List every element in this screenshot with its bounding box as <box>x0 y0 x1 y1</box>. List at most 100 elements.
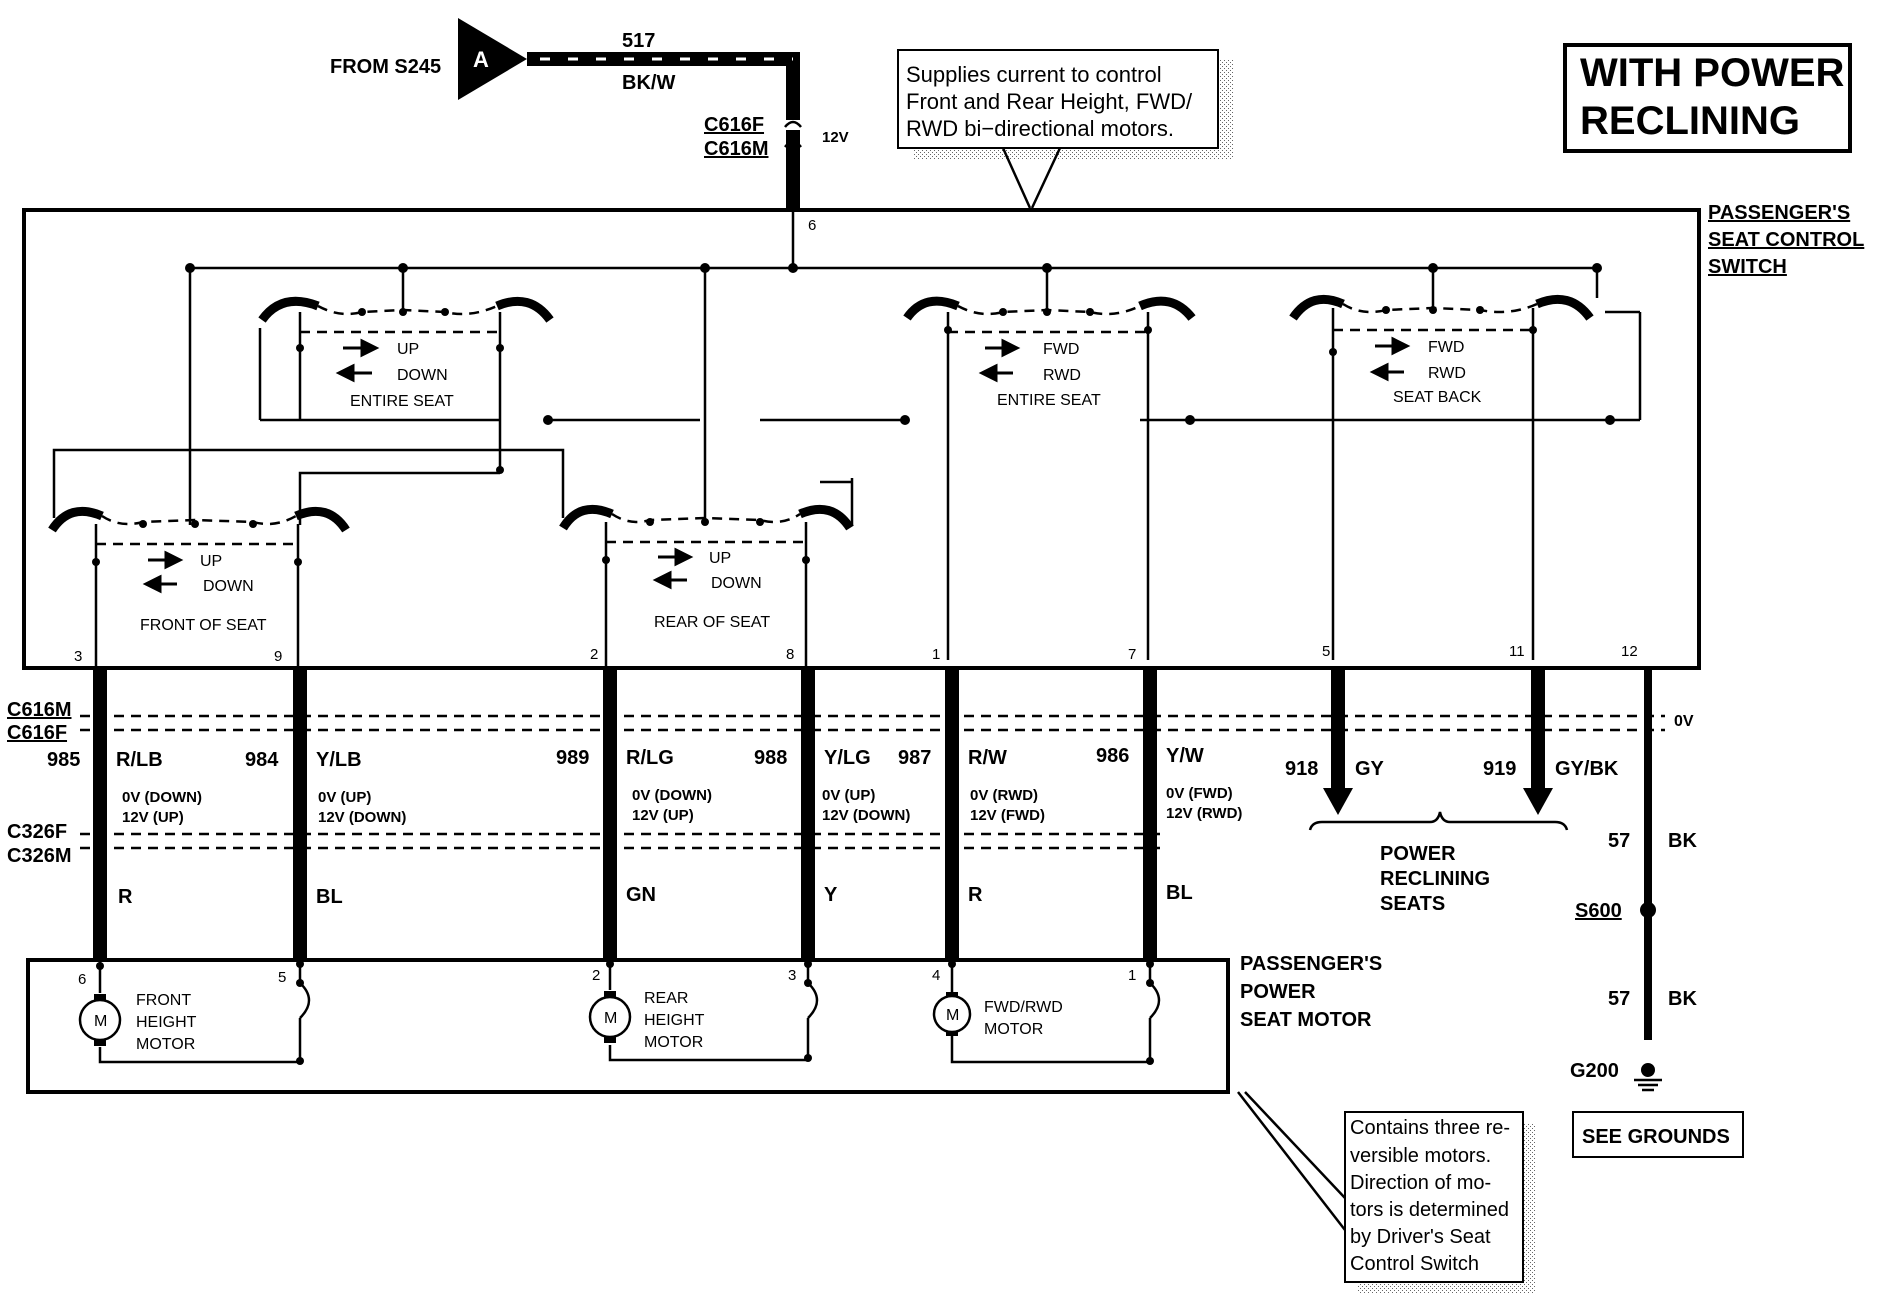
top-connector-female: C616F <box>704 114 764 136</box>
svg-text:M: M <box>946 1007 959 1024</box>
svg-text:0V (DOWN): 0V (DOWN) <box>632 787 712 804</box>
switch-rear-of-seat: UP DOWN REAR OF SEAT <box>559 504 854 668</box>
switch-label-3: SWITCH <box>1708 256 1787 278</box>
svg-text:MOTOR: MOTOR <box>136 1036 195 1053</box>
svg-text:HEIGHT: HEIGHT <box>644 1012 705 1029</box>
svg-text:Y/LG: Y/LG <box>824 747 871 769</box>
svg-text:918: 918 <box>1285 758 1318 780</box>
svg-text:MOTOR: MOTOR <box>644 1034 703 1051</box>
svg-text:FWD/RWD: FWD/RWD <box>984 999 1063 1016</box>
motor-label: PASSENGER'S POWER SEAT MOTOR <box>1240 953 1382 1031</box>
svg-text:7: 7 <box>1128 646 1136 663</box>
svg-text:12V (UP): 12V (UP) <box>122 809 184 826</box>
svg-text:988: 988 <box>754 747 787 769</box>
splice-s600-icon <box>1640 902 1656 918</box>
harness-wires <box>80 668 1665 1068</box>
circuit-987: 987 R/W 0V (RWD) 12V (FWD) R <box>898 747 1045 906</box>
svg-text:C326F: C326F <box>7 821 67 843</box>
title-box: WITH POWER RECLINING <box>1563 43 1852 153</box>
svg-text:Y/LB: Y/LB <box>316 749 362 771</box>
svg-text:SEATS: SEATS <box>1380 893 1445 915</box>
circuit-988: 988 Y/LG 0V (UP) 12V (DOWN) Y <box>754 747 910 906</box>
svg-text:BL: BL <box>1166 882 1193 904</box>
recline-circuits: 918 GY 919 GY/BK POWER RECLINING SEATS <box>1285 758 1619 915</box>
ground-g200-icon <box>1641 1063 1655 1077</box>
note-top-line-2: Front and Rear Height, FWD/ <box>906 89 1193 114</box>
svg-text:MOTOR: MOTOR <box>984 1021 1043 1038</box>
top-connector-voltage: 12V <box>822 129 849 146</box>
svg-text:987: 987 <box>898 747 931 769</box>
svg-text:M: M <box>94 1013 107 1030</box>
svg-text:Y/W: Y/W <box>1166 745 1204 767</box>
svg-text:12V (DOWN): 12V (DOWN) <box>822 807 910 824</box>
front-height-motor: M FRONT HEIGHT MOTOR <box>78 960 311 1065</box>
svg-text:4: 4 <box>932 967 940 984</box>
svg-text:0V (FWD): 0V (FWD) <box>1166 785 1233 802</box>
svg-text:R: R <box>118 886 133 908</box>
see-grounds-button[interactable]: SEE GROUNDS <box>1572 1111 1744 1158</box>
svg-text:2: 2 <box>590 646 598 663</box>
svg-text:R/LG: R/LG <box>626 747 674 769</box>
svg-text:R: R <box>968 884 983 906</box>
svg-text:GN: GN <box>626 884 656 906</box>
svg-text:C326M: C326M <box>7 845 71 867</box>
svg-text:FWD: FWD <box>1428 339 1464 356</box>
circuit-984: 984 Y/LB 0V (UP) 12V (DOWN) BL <box>245 749 406 908</box>
svg-text:11: 11 <box>1509 643 1525 660</box>
motor-3-icon <box>932 994 972 1034</box>
svg-text:G200: G200 <box>1570 1060 1619 1082</box>
circuit-985: 985 R/LB 0V (DOWN) 12V (UP) R <box>47 749 202 908</box>
switch-entire-seat-updown: UP DOWN ENTIRE SEAT <box>258 296 554 474</box>
svg-text:POWER: POWER <box>1240 981 1316 1003</box>
svg-text:985: 985 <box>47 749 80 771</box>
svg-text:5: 5 <box>1322 643 1330 660</box>
svg-text:UP: UP <box>709 550 731 567</box>
svg-text:REAR OF SEAT: REAR OF SEAT <box>654 614 770 631</box>
svg-text:0V (UP): 0V (UP) <box>318 789 371 806</box>
svg-text:Contains three re-: Contains three re- <box>1350 1117 1510 1139</box>
source-s245: FROM S245 A 517 BK/W <box>330 18 800 120</box>
svg-text:DOWN: DOWN <box>203 578 254 595</box>
svg-text:tors is determined: tors is determined <box>1350 1199 1509 1221</box>
seat-motor-box <box>26 958 1230 1094</box>
svg-text:12V (FWD): 12V (FWD) <box>970 807 1045 824</box>
svg-text:FRONT: FRONT <box>136 992 191 1009</box>
svg-text:REAR: REAR <box>644 990 688 1007</box>
svg-text:GY: GY <box>1355 758 1385 780</box>
top-connector: C616F C616M 12V 6 <box>704 114 849 234</box>
see-grounds-label: SEE GROUNDS <box>1582 1126 1730 1148</box>
svg-text:1: 1 <box>932 646 940 663</box>
svg-text:57: 57 <box>1608 988 1630 1010</box>
svg-text:12V (DOWN): 12V (DOWN) <box>318 809 406 826</box>
svg-text:BK: BK <box>1668 830 1697 852</box>
svg-text:UP: UP <box>397 341 419 358</box>
svg-text:M: M <box>604 1010 617 1027</box>
svg-text:12V (UP): 12V (UP) <box>632 807 694 824</box>
svg-text:5: 5 <box>278 969 286 986</box>
switch-front-of-seat: UP DOWN FRONT OF SEAT <box>48 506 350 668</box>
svg-text:FWD: FWD <box>1043 341 1079 358</box>
svg-text:C616M: C616M <box>7 699 71 721</box>
svg-text:0V (DOWN): 0V (DOWN) <box>122 789 202 806</box>
svg-text:GY/BK: GY/BK <box>1555 758 1619 780</box>
source-label: FROM S245 <box>330 56 441 78</box>
svg-text:ENTIRE SEAT: ENTIRE SEAT <box>350 393 454 410</box>
switch-internal-bus <box>52 208 1642 525</box>
switch-label: PASSENGER'S SEAT CONTROL SWITCH <box>1708 202 1864 278</box>
motor-1-icon <box>78 998 122 1042</box>
svg-text:FRONT OF SEAT: FRONT OF SEAT <box>140 617 267 634</box>
svg-text:RECLINING: RECLINING <box>1380 868 1490 890</box>
svg-text:989: 989 <box>556 747 589 769</box>
switch-seat-back: FWD RWD SEAT BACK <box>1289 294 1594 660</box>
svg-text:R/LB: R/LB <box>116 749 163 771</box>
svg-text:0V (RWD): 0V (RWD) <box>970 787 1038 804</box>
svg-text:DOWN: DOWN <box>711 575 762 592</box>
ground-path: 0V 57 BK S600 57 BK G200 <box>1570 713 1697 1092</box>
svg-text:12: 12 <box>1621 643 1638 660</box>
svg-text:919: 919 <box>1483 758 1516 780</box>
svg-text:3: 3 <box>788 967 796 984</box>
svg-text:SEAT BACK: SEAT BACK <box>1393 389 1482 406</box>
svg-text:RWD: RWD <box>1428 365 1466 382</box>
svg-text:986: 986 <box>1096 745 1129 767</box>
